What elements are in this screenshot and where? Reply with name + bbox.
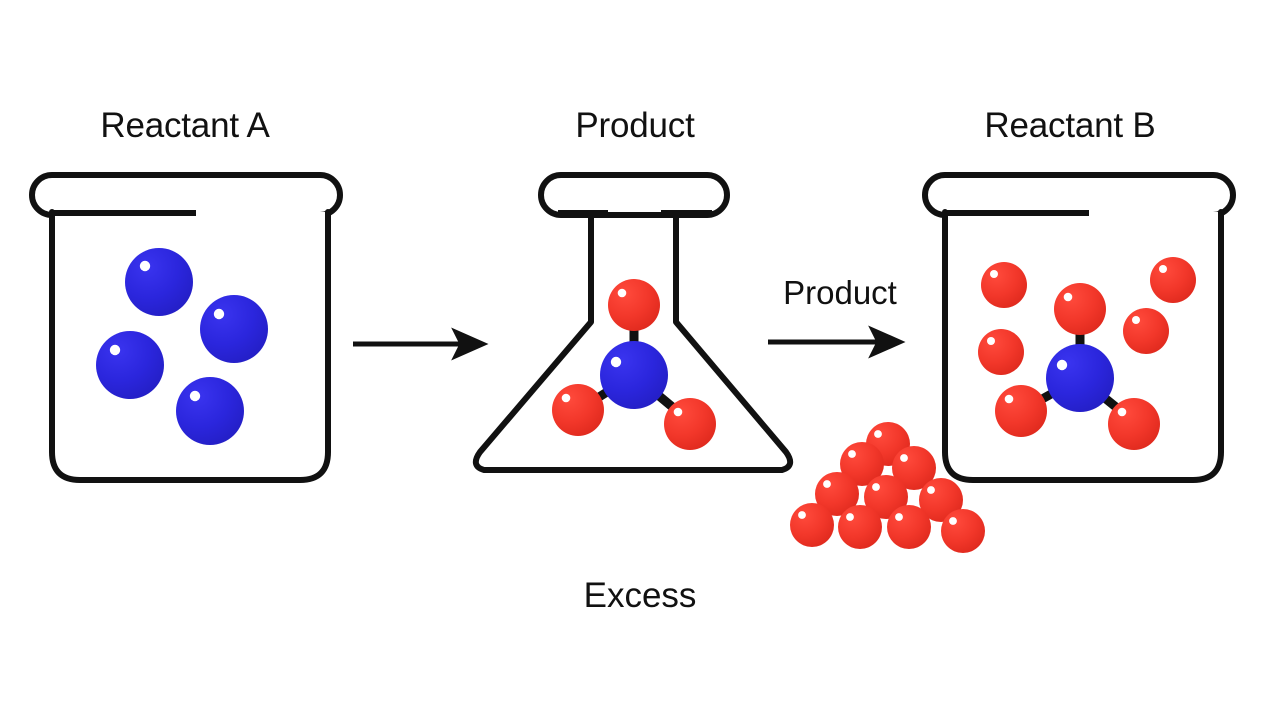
- label-excess: Excess: [583, 576, 697, 615]
- atom-red: [978, 329, 1024, 375]
- beaker-right: [922, 172, 1236, 483]
- beaker-right-rim: [922, 172, 1236, 218]
- beaker-left-rim: [29, 172, 343, 218]
- flask-middle: [472, 172, 794, 473]
- atom-blue: [176, 377, 244, 445]
- atom-blue: [125, 248, 193, 316]
- atom-red: [1150, 257, 1196, 303]
- atom-blue: [96, 331, 164, 399]
- atom-red: [1123, 308, 1169, 354]
- atom-red: [919, 478, 963, 522]
- atom-red: [552, 384, 604, 436]
- atom-blue-center: [1046, 344, 1114, 412]
- atom-red: [981, 262, 1027, 308]
- beaker-left-atoms: [96, 248, 268, 445]
- atom-red: [892, 446, 936, 490]
- atom-red: [864, 475, 908, 519]
- beaker-right-free-atoms: [978, 257, 1196, 375]
- flask-rim: [538, 172, 730, 218]
- atom-red: [664, 398, 716, 450]
- atom-red: [1108, 398, 1160, 450]
- excess-pile: [790, 422, 985, 553]
- atom-blue-center: [600, 341, 668, 409]
- product-molecule: [995, 283, 1160, 450]
- label-reactant-a: Reactant A: [100, 106, 270, 145]
- atom-red: [941, 509, 985, 553]
- beaker-left-body: [49, 209, 331, 483]
- atom-red: [790, 503, 834, 547]
- label-arrow-product: Product: [783, 274, 897, 311]
- atom-red: [815, 472, 859, 516]
- atom-red: [608, 279, 660, 331]
- atom-red: [838, 505, 882, 549]
- atom-red: [995, 385, 1047, 437]
- label-product-title: Product: [575, 106, 695, 145]
- product-molecule: [552, 279, 716, 450]
- label-reactant-b: Reactant B: [984, 106, 1156, 145]
- beaker-left: [29, 172, 343, 483]
- atom-red: [887, 505, 931, 549]
- atom-red: [840, 442, 884, 486]
- atom-red: [1054, 283, 1106, 335]
- atom-blue: [200, 295, 268, 363]
